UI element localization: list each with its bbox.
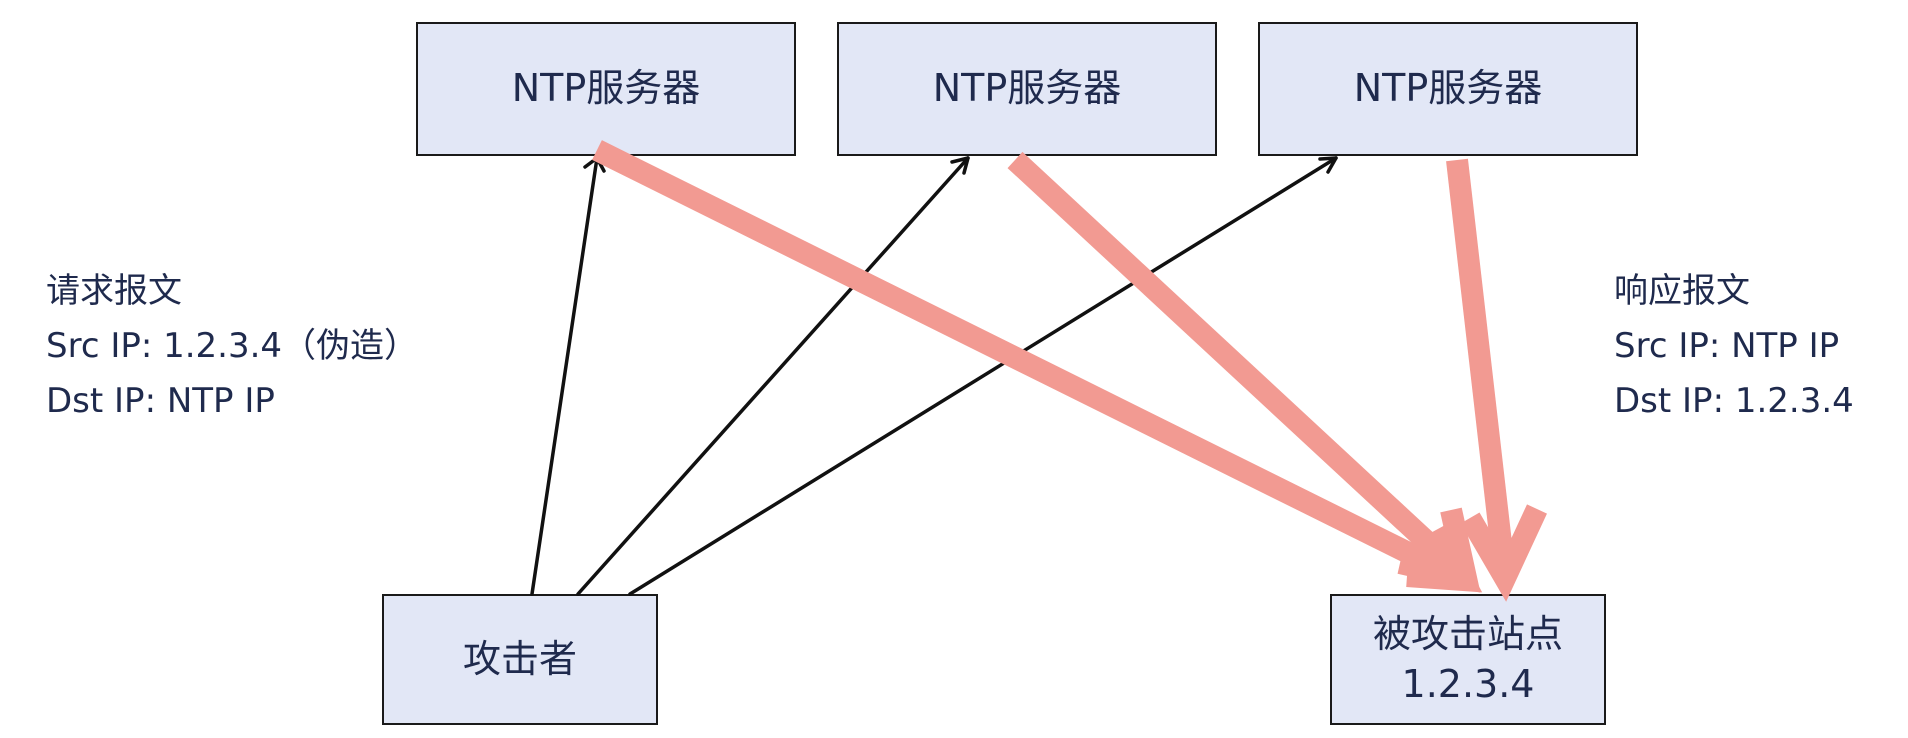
victim-label: 被攻击站点 (1372, 612, 1563, 657)
response-note-dst: Dst IP: 1.2.3.4 (1614, 381, 1854, 421)
response-arrow-1 (592, 140, 1468, 590)
request-arrow-2 (576, 156, 970, 596)
request-note-dst: Dst IP: NTP IP (46, 381, 275, 421)
victim-ip: 1.2.3.4 (1401, 661, 1535, 706)
ntp-server-label-3: NTP服务器 (1353, 66, 1543, 111)
request-arrow-head-2 (950, 156, 970, 175)
request-arrow-1 (530, 156, 599, 596)
response-note-src: Src IP: NTP IP (1614, 326, 1840, 366)
request-arrow-head-3 (1318, 156, 1338, 174)
response-arrow-2 (1007, 151, 1474, 587)
request-arrow-3 (628, 156, 1338, 596)
ntp-server-label-1: NTP服务器 (511, 66, 701, 111)
response-arrow-3 (1446, 158, 1516, 580)
ntp-server-label-2: NTP服务器 (932, 66, 1122, 111)
response-arrow-head-3 (1460, 504, 1547, 602)
ntp-server-box-3: NTP服务器 (1258, 22, 1638, 156)
response-note: 响应报文 Src IP: NTP IP Dst IP: 1.2.3.4 (1614, 264, 1854, 429)
ntp-server-box-2: NTP服务器 (837, 22, 1217, 156)
response-arrow-head-2 (1397, 507, 1481, 593)
request-note: 请求报文 Src IP: 1.2.3.4（伪造） Dst IP: NTP IP (46, 264, 418, 429)
response-note-title: 响应报文 (1614, 271, 1750, 311)
attacker-box: 攻击者 (382, 594, 658, 725)
attacker-label: 攻击者 (462, 636, 577, 681)
request-note-src: Src IP: 1.2.3.4（伪造） (46, 326, 419, 366)
ntp-server-box-1: NTP服务器 (416, 22, 796, 156)
request-note-title: 请求报文 (46, 271, 182, 311)
victim-box: 被攻击站点 1.2.3.4 (1330, 594, 1606, 725)
